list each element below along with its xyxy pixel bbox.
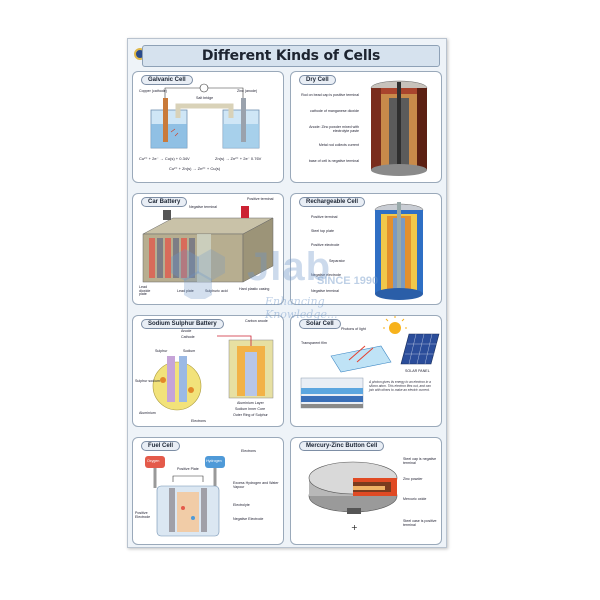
panel-sodium-sulphur-battery: Sodium Sulphur Battery Carbon anode Anod… [132, 315, 284, 427]
label-metal-rod: Metal rod collects current [318, 143, 359, 147]
label-cathode: Cathode [181, 335, 195, 339]
label-copper-cathode: Copper (cathode) [139, 89, 167, 93]
equation-cathode: Cu²⁺ + 2e⁻ → Cu(s) + 0.34V [139, 156, 190, 161]
label-positive-terminal: Positive terminal [247, 197, 274, 201]
car-battery-label: Car Battery [141, 197, 188, 207]
label-steel-case: Steel case is positive terminal [403, 519, 437, 527]
label-negative-terminal: Negative terminal [311, 289, 339, 293]
label-excess-hydrogen: Excess Hydrogen and Water Vapour [233, 481, 279, 489]
label-sulphuric-acid: Sulphuric acid [205, 289, 228, 293]
fuel-cell-label: Fuel Cell [141, 441, 181, 451]
label-plastic-casing: Hard plastic casing [239, 287, 270, 291]
poster-title: Different Kinds of Cells [201, 48, 381, 64]
label-carbon-anode: Carbon anode [245, 319, 268, 323]
equation-overall: Cu²⁺ + Zn(s) → Zn²⁺ + Cu(s) [169, 166, 221, 171]
solar-cell-illustration [300, 316, 440, 409]
galvanic-cell-illustration [150, 83, 260, 149]
label-lead-plate: Lead plate [177, 289, 194, 293]
label-zinc-anode: Zinc (anode) [237, 89, 258, 93]
label-positive-electrode: Positive electrode [311, 243, 340, 247]
panel-solar-cell: Solar Cell Photons of light Transparent … [290, 315, 442, 427]
label-anode: Anode [181, 329, 192, 333]
label-negative-electrode: Negative electrode [311, 273, 341, 277]
label-mercuric-oxide: Mercuric oxide [403, 497, 427, 501]
label-lead-dioxide: Lead dioxide plate [139, 285, 151, 297]
label-separator: Separator [329, 259, 345, 263]
label-solar-panel: SOLAR PANEL [405, 369, 430, 373]
fuel-cell-illustration [145, 456, 225, 537]
label-photons: Photons of light [341, 327, 366, 331]
label-hydrogen: Hydrogen [206, 459, 222, 463]
rechargeable-cell-label: Rechargeable Cell [299, 197, 366, 207]
dry-cell-illustration [370, 80, 428, 176]
panel-car-battery: Car Battery Negative terminal Positive t… [132, 193, 284, 305]
panel-mercury-zinc-cell: + Mercury-Zinc Button Cell Steel cap is … [290, 437, 442, 545]
sodium-sulphur-illustration [152, 335, 274, 411]
label-sodium-inner-core: Sodium Inner Core [235, 407, 266, 411]
sodium-sulphur-label: Sodium Sulphur Battery [141, 319, 224, 329]
label-electrons: Electrons [241, 449, 256, 453]
label-positive-terminal: Positive terminal [311, 215, 338, 219]
panel-fuel-cell: Fuel Cell Oxygen Hydrogen Positive Plate… [132, 437, 284, 545]
title-bar: Different Kinds of Cells [142, 45, 440, 67]
svg-text:+: + [351, 523, 358, 532]
label-oxygen: Oxygen [147, 459, 160, 463]
rechargeable-cell-illustration [374, 202, 424, 300]
label-salt-bridge: Salt bridge [196, 96, 214, 100]
label-manganese-dioxide: cathode of manganese dioxide [310, 109, 359, 113]
label-positive-electrode: Positive Electrode [135, 511, 151, 519]
solar-cell-label: Solar Cell [299, 319, 341, 329]
mercury-zinc-label: Mercury-Zinc Button Cell [299, 441, 385, 451]
label-steel-top: Steel top plate [311, 229, 334, 233]
label-negative-terminal: Negative terminal [189, 205, 217, 209]
label-sulphur-sodium: Sulphur sodium [135, 379, 160, 383]
label-electrons: Electrons [191, 419, 206, 423]
chart-poster: Different Kinds of Cells Galvanic Cell C… [127, 38, 447, 548]
label-negative-electrode: Negative Electrode [233, 517, 264, 521]
panel-rechargeable-cell: Rechargeable Cell Positive terminal Stee… [290, 193, 442, 305]
solar-description: A photon gives its energy to an electron… [369, 380, 431, 392]
label-zinc-anode: Anode: Zinc powder mixed with electrolyt… [309, 125, 359, 133]
dry-cell-label: Dry Cell [299, 75, 336, 85]
label-electrolyte: Electrolyte [233, 503, 250, 507]
label-positive-terminal: Rod on bead cap is positive terminal [301, 93, 359, 97]
label-aluminium-layer: Aluminium Layer [237, 401, 264, 405]
label-sulphur: Sulphur [155, 349, 168, 353]
label-negative-terminal: base of cell is negative terminal [308, 159, 359, 163]
label-outer-ring-sulphur: Outer Ring of Sulphur [233, 413, 268, 417]
label-positive-plate: Positive Plate [177, 467, 199, 471]
label-sodium: Sodium [183, 349, 196, 353]
car-battery-illustration [142, 206, 274, 283]
panel-galvanic-cell: Galvanic Cell Copper (cathode) Zinc (ano… [132, 71, 284, 183]
panel-dry-cell: Dry Cell Rod on bead cap is positive ter… [290, 71, 442, 183]
mercury-zinc-illustration: + [308, 461, 398, 532]
label-transparent-film: Transparent film [301, 341, 327, 345]
galvanic-cell-label: Galvanic Cell [141, 75, 193, 85]
label-aluminium: Aluminium [139, 411, 156, 415]
label-zinc-powder: Zinc powder [403, 477, 423, 481]
equation-anode: Zn(s) → Zn²⁺ + 2e⁻ 0.76V [215, 156, 262, 161]
label-steel-cap: Steel cap is negative terminal [403, 457, 437, 465]
